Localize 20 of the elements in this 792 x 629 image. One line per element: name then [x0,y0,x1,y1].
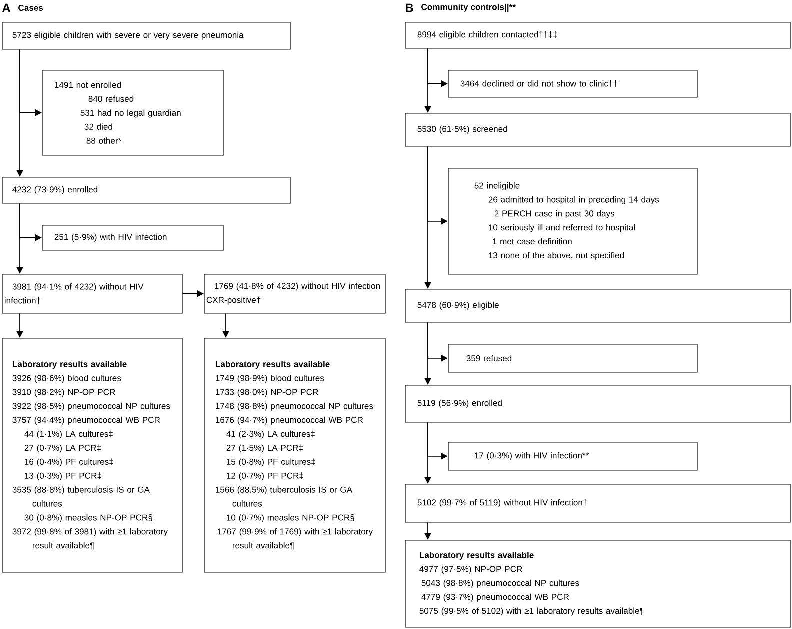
flow-box: 251 (5·9%) with HIV infection [42,225,224,251]
panel-label: Cases [18,4,44,12]
flow-box: 5102 (99·7% of 5119) without HIV infection† [405,484,791,523]
flow-box: Laboratory results available 1749 (98·9%) blood cultures 1733 (98·0%) NP-OP PCR 1748 (98·8%) pneumococcal NP cultures 1676 (94·7%) pneumococcal WB PCR 41 (2·3%) LA cultures‡ 27 (1·5%) LA PCR‡ 15 (0·8%) PF cultures‡ 12 (0·7%) PF PCR‡ 1566 (88.5%) tuberculosis IS or GA cultures 10 (0·7%) measles NP-OP PCR§ 1767 (99·9% of 1769) with ≥1 laboratory result available¶ [204,338,386,573]
flow-box: 4232 (73·9%) enrolled [2,177,291,204]
flow-box: 52 ineligible 26 admitted to hospital in preceding 14 days 2 PERCH case in past 30 days 10 seriously ill and referred to hospital 1 met case definition 13 none of the above, not specified [448,168,698,275]
flow-box: 5723 eligible children with severe or very severe pneumonia [2,22,291,50]
flow-box: 17 (0·3%) with HIV infection** [448,442,698,471]
flow-box: Laboratory results available 3926 (98·6%) blood cultures 3910 (98·2%) NP-OP PCR 3922 (98·5%) pneumococcal NP cultures 3757 (94·4%) pneumococcal WB PCR 44 (1·1%) LA cultures‡ 27 (0·7%) LA PCR‡ 16 (0·4%) PF cultures‡ 13 (0·3%) PF PCR‡ 3535 (88·8%) tuberculosis IS or GA cultures 30 (0·8%) measles NP-OP PCR§ 3972 (99·8% of 3981) with ≥1 laboratory result available¶ [2,338,183,573]
flow-box: 359 refused [448,344,698,373]
flow-box: 3464 declined or did not show to clinic†† [448,70,698,98]
flow-box: 8994 eligible children contacted††‡‡ [405,22,791,49]
flow-box: 5530 (61·5%) screened [405,113,791,147]
flow-box: 3981 (94·1% of 4232) without HIV infection† [2,274,183,314]
flow-box: Laboratory results available 4977 (97·5%) NP-OP PCR 5043 (98·8%) pneumococcal NP cultures 4779 (93·7%) pneumococcal WB PCR 5075 (99·5% of 5102) with ≥1 laboratory results available¶ [405,540,791,628]
flow-box: 5119 (56·9%) enrolled [405,385,791,423]
flow-box: 1769 (41·8% of 4232) without HIV infection CXR-positive† [204,274,386,314]
flow-box: 1491 not enrolled 840 refused 531 had no legal guardian 32 died 88 other* [42,70,224,156]
flow-box: 5478 (60·9%) eligible [405,289,791,323]
panel-label: Community controls||** [422,4,516,12]
